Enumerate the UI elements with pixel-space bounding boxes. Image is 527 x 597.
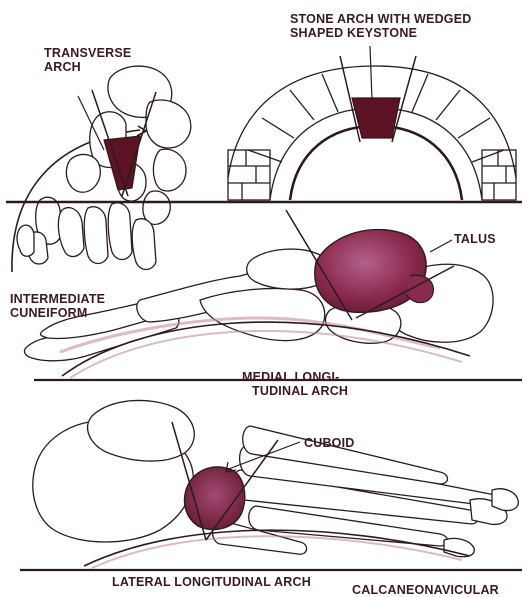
transverse-arch-figure [12, 66, 191, 272]
lateral-arch-figure [33, 400, 518, 556]
label-calcaneonavicular-text: Calcaneonavicular [352, 583, 499, 597]
label-intermediate-cuneiform-line1: Intermediate [10, 292, 105, 306]
stone-keystone [352, 98, 400, 138]
label-stone-arch-line2: Shaped Keystone [290, 26, 471, 40]
label-transverse-arch: Transverse Arch [44, 46, 131, 74]
label-medial-arch-line1: Medial Longi- [242, 370, 348, 384]
label-intermediate-cuneiform-line2: Cuneiform [10, 306, 105, 320]
label-talus: Talus [454, 232, 496, 246]
label-lateral-arch-text: Lateral Longitudinal Arch [112, 575, 311, 589]
label-stone-arch-line1: Stone Arch with Wedged [290, 12, 471, 26]
label-cuboid: Cuboid [304, 436, 355, 450]
label-cuboid-text: Cuboid [304, 436, 355, 450]
label-medial-arch: Medial Longi- tudinal Arch [242, 370, 348, 398]
label-intermediate-cuneiform: Intermediate Cuneiform [10, 292, 105, 320]
label-lateral-arch: Lateral Longitudinal Arch [112, 575, 311, 589]
label-transverse-arch-line1: Transverse [44, 46, 131, 60]
label-medial-arch-line2: tudinal Arch [242, 384, 348, 398]
label-transverse-arch-line2: Arch [44, 60, 131, 74]
label-calcaneonavicular: Calcaneonavicular [352, 583, 499, 597]
label-stone-arch: Stone Arch with Wedged Shaped Keystone [290, 12, 471, 40]
label-talus-text: Talus [454, 232, 496, 246]
